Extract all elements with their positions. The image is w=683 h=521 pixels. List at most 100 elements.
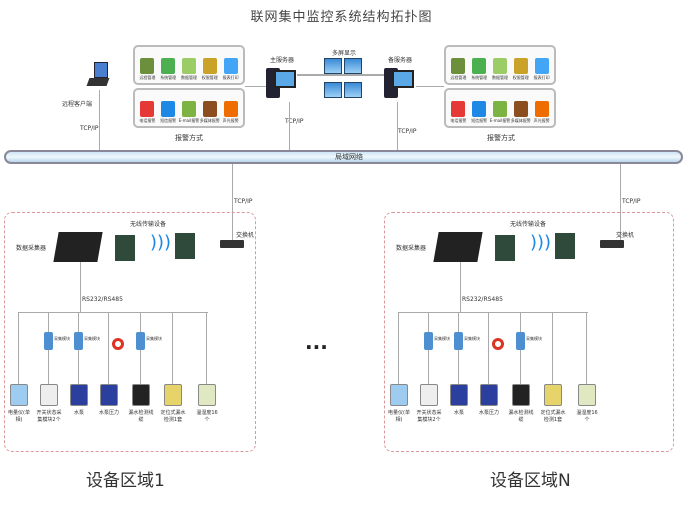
field-device[interactable]: 漏水检测线缆 xyxy=(128,384,154,423)
device-icon xyxy=(544,384,562,406)
management-label: 远程管理 xyxy=(139,75,156,80)
client-protocol: TCP/IP xyxy=(80,125,99,132)
device-icon xyxy=(198,384,216,406)
device-icon xyxy=(450,384,468,406)
device-label: 漏水检测线缆 xyxy=(128,410,154,423)
device-icon xyxy=(70,384,88,406)
alarms-icon xyxy=(161,101,176,117)
main-server-label: 主服务器 xyxy=(270,57,295,64)
management-label: 远程管理 xyxy=(450,75,467,80)
management-icon xyxy=(534,58,549,74)
field-device[interactable]: 电量仪(单相) xyxy=(6,384,32,423)
field-device[interactable]: 温湿度16个 xyxy=(194,384,220,423)
alarms-icon xyxy=(534,101,549,117)
field-device[interactable]: 水泵 xyxy=(66,384,92,416)
main-server-icon[interactable] xyxy=(266,62,296,102)
collector-label: 数据采集器 xyxy=(16,245,47,252)
management-label: 系统管理 xyxy=(471,75,488,80)
alarms-label: 电话报警 xyxy=(450,118,467,123)
data-collector-icon[interactable] xyxy=(433,232,483,262)
alarms-icon xyxy=(513,101,528,117)
alarms-item: 短信报警 xyxy=(158,101,178,124)
acquisition-module-icon xyxy=(74,332,83,350)
alarms-label: 声光报警 xyxy=(533,118,550,123)
management-panel-right: 远程管理系统管理数据管理权限管理报表打印 xyxy=(444,45,556,85)
management-icon xyxy=(472,58,487,74)
equipment-zone xyxy=(4,212,256,452)
management-item: 报表打印 xyxy=(532,58,552,81)
laptop-icon xyxy=(86,62,110,90)
switch-label: 交换机 xyxy=(236,232,255,239)
zone-protocol: TCP/IP xyxy=(234,198,253,205)
data-collector-icon[interactable] xyxy=(53,232,103,262)
backup-server-icon[interactable] xyxy=(384,62,414,102)
device-label: 水泵 xyxy=(453,410,464,416)
module-label: 采集模块 xyxy=(464,336,480,341)
management-item: 远程管理 xyxy=(448,58,468,81)
field-device[interactable]: 开关状态采集模块2个 xyxy=(36,384,62,423)
equipment-zone xyxy=(384,212,674,452)
device-icon xyxy=(420,384,438,406)
device-label: 漏水检测线缆 xyxy=(508,410,534,423)
device-icon xyxy=(164,384,182,406)
page-title: 联网集中监控系统结构拓扑图 xyxy=(250,10,433,25)
alarms-label: 短信报警 xyxy=(471,118,488,123)
device-label: 定位式漏水检测1套 xyxy=(160,410,186,423)
alarms-item: E-mail报警 xyxy=(179,101,199,124)
collector-label: 数据采集器 xyxy=(396,245,427,252)
management-icon xyxy=(181,58,196,74)
field-device[interactable]: 定位式漏水检测1套 xyxy=(540,384,566,423)
wireless-modem-icon xyxy=(115,235,135,261)
management-label: 系统管理 xyxy=(160,75,177,80)
management-item: 系统管理 xyxy=(158,58,178,81)
field-device[interactable]: 定位式漏水检测1套 xyxy=(160,384,186,423)
management-item: 远程管理 xyxy=(137,58,157,81)
wireless-signal-icon: ))) xyxy=(150,232,172,253)
device-label: 定位式漏水检测1套 xyxy=(540,410,566,423)
device-label: 水泵 xyxy=(73,410,84,416)
alarms-label: 声光报警 xyxy=(222,118,239,123)
field-device[interactable]: 开关状态采集模块2个 xyxy=(416,384,442,423)
alarms-label: 电话报警 xyxy=(139,118,156,123)
field-device[interactable]: 水泵压力 xyxy=(96,384,122,416)
backup-server-protocol: TCP/IP xyxy=(398,128,417,135)
management-panel-left: 远程管理系统管理数据管理权限管理报表打印 xyxy=(133,45,245,85)
field-device[interactable]: 漏水检测线缆 xyxy=(508,384,534,423)
management-icon xyxy=(492,58,507,74)
alarms-label: 多媒体报警 xyxy=(510,118,531,123)
device-label: 温湿度16个 xyxy=(196,410,218,423)
device-icon xyxy=(480,384,498,406)
zone-label: 设备区域N xyxy=(490,471,571,491)
device-label: 开关状态采集模块2个 xyxy=(36,410,62,423)
field-device[interactable]: 温湿度16个 xyxy=(574,384,600,423)
alarms-icon xyxy=(492,101,507,117)
field-device[interactable]: 水泵 xyxy=(446,384,472,416)
field-device[interactable]: 电量仪(单相) xyxy=(386,384,412,423)
module-label: 采集模块 xyxy=(84,336,100,341)
field-device[interactable]: 水泵压力 xyxy=(476,384,502,416)
wireless-label: 无线传输设备 xyxy=(510,221,547,228)
alarm-caption-right: 报警方式 xyxy=(487,134,515,142)
management-label: 报表打印 xyxy=(533,75,550,80)
lan-label: 局域网络 xyxy=(335,153,363,161)
alarms-item: 电话报警 xyxy=(137,101,157,124)
switch-icon[interactable] xyxy=(220,240,244,248)
switch-icon[interactable] xyxy=(600,240,624,248)
module-label: 采集模块 xyxy=(54,336,70,341)
management-item: 数据管理 xyxy=(490,58,510,81)
management-icon xyxy=(223,58,238,74)
alarms-icon xyxy=(223,101,238,117)
alarms-icon xyxy=(202,101,217,117)
wireless-modem-icon xyxy=(175,233,195,259)
wireless-modem-icon xyxy=(555,233,575,259)
pressure-sensor-icon xyxy=(492,338,504,350)
management-label: 报表打印 xyxy=(222,75,239,80)
device-icon xyxy=(10,384,28,406)
management-item: 权限管理 xyxy=(200,58,220,81)
management-item: 权限管理 xyxy=(511,58,531,81)
device-label: 水泵压力 xyxy=(478,410,499,416)
alarms-item: E-mail报警 xyxy=(490,101,510,124)
backup-server-label: 备服务器 xyxy=(388,57,413,64)
acquisition-module-icon xyxy=(454,332,463,350)
